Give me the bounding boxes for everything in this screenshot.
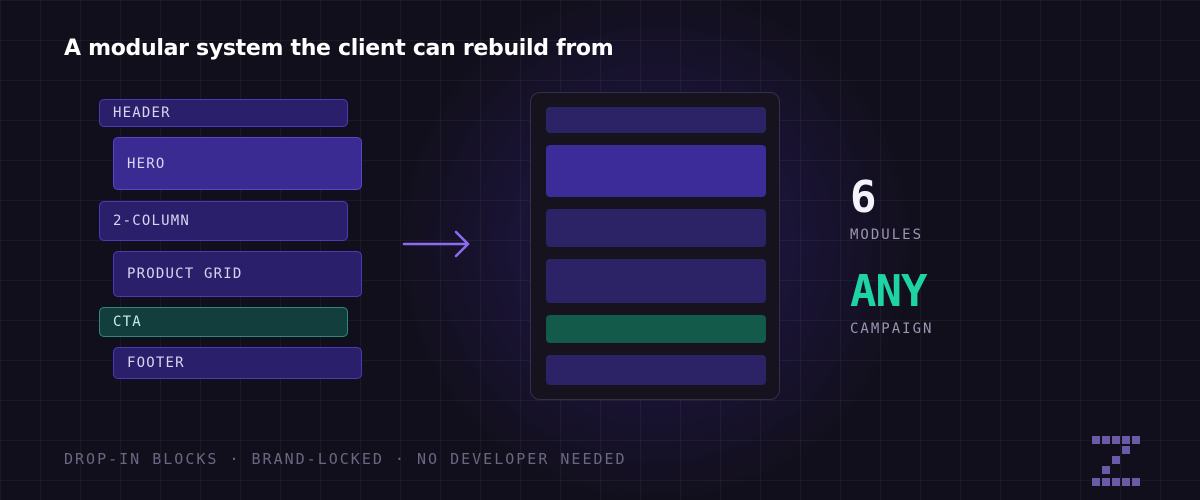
campaign-value: ANY: [850, 266, 927, 317]
preview-footer-bar: [546, 355, 766, 385]
footer-tagline: DROP-IN BLOCKS · BRAND-LOCKED · NO DEVEL…: [64, 450, 627, 468]
module-block-cta: CTA: [99, 307, 348, 337]
preview-hero-bar: [546, 145, 766, 197]
module-block-header: HEADER: [99, 99, 348, 127]
preview-2-column-bar: [546, 209, 766, 247]
brand-logo: [1092, 436, 1140, 486]
page-title: A modular system the client can rebuild …: [64, 36, 614, 61]
module-block-2-column: 2-COLUMN: [99, 201, 348, 241]
page-preview-frame: [530, 92, 780, 400]
preview-cta-bar: [546, 315, 766, 343]
modules-label: MODULES: [850, 227, 924, 243]
modules-count: 6: [850, 172, 877, 223]
module-block-footer: FOOTER: [113, 347, 362, 379]
preview-product-grid-bar: [546, 259, 766, 303]
campaign-label: CAMPAIGN: [850, 321, 934, 337]
module-block-product-grid: PRODUCT GRID: [113, 251, 362, 297]
module-block-hero: HERO: [113, 137, 362, 190]
preview-header-bar: [546, 107, 766, 133]
arrow-right-icon: [402, 230, 470, 258]
